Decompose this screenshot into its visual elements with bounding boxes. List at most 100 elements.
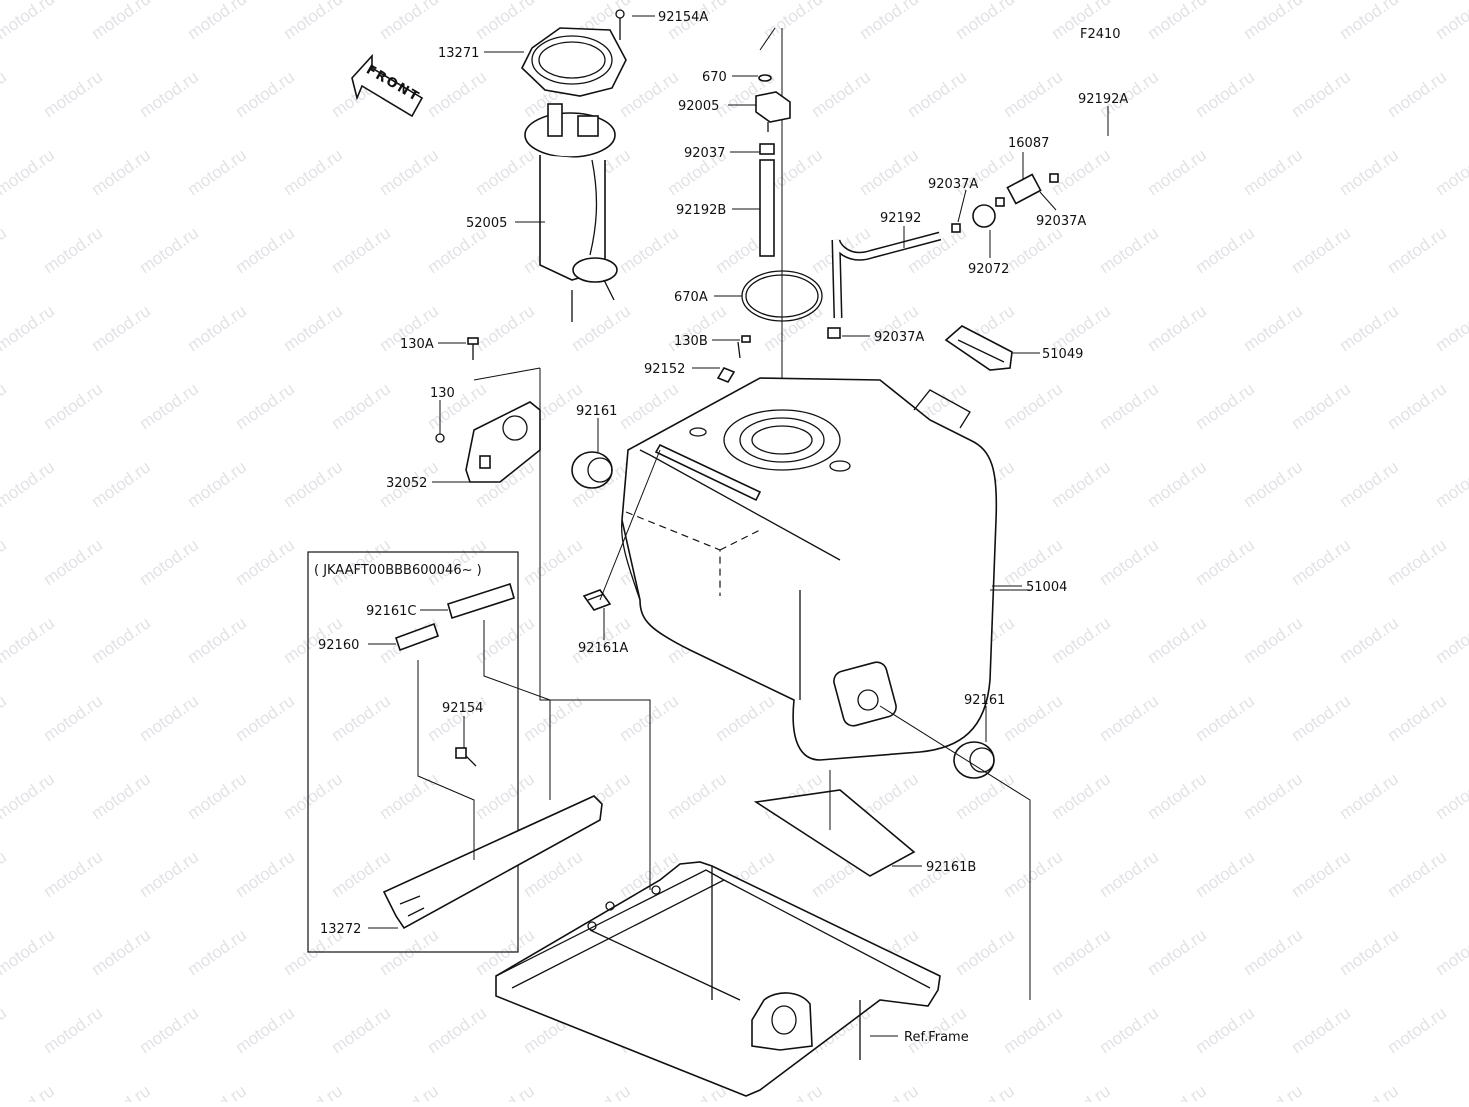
watermark-text: motod.ru: [568, 1081, 634, 1102]
watermark-text: motod.ru: [760, 1081, 826, 1102]
watermark-text: motod.ru: [424, 1003, 490, 1057]
watermark-text: motod.ru: [1288, 67, 1354, 121]
watermark-text: motod.ru: [952, 0, 1018, 43]
part-92152: [716, 367, 736, 383]
watermark-text: motod.ru: [1000, 223, 1066, 277]
watermark-text: motod.ru: [1336, 613, 1402, 667]
watermark-text: motod.ru: [1144, 301, 1210, 355]
watermark-text: motod.ru: [1384, 223, 1450, 277]
watermark-text: motod.ru: [952, 1081, 1018, 1102]
label-92192B: 92192B: [676, 203, 726, 218]
watermark-text: motod.ru: [232, 223, 298, 277]
serial-inset-box: [307, 551, 519, 953]
watermark-text: motod.ru: [1336, 457, 1402, 511]
watermark-text: motod.ru: [1144, 457, 1210, 511]
watermark-text: motod.ru: [1336, 1081, 1402, 1102]
watermark-text: motod.ru: [1144, 769, 1210, 823]
watermark-text: motod.ru: [0, 67, 10, 121]
watermark-text: motod.ru: [472, 301, 538, 355]
label-32052: 32052: [386, 476, 427, 491]
watermark-text: motod.ru: [280, 301, 346, 355]
watermark-text: motod.ru: [88, 457, 154, 511]
watermark-text: motod.ru: [184, 769, 250, 823]
watermark-text: motod.ru: [856, 1081, 922, 1102]
watermark-text: motod.ru: [328, 1003, 394, 1057]
watermark-text: motod.ru: [232, 379, 298, 433]
watermark-text: motod.ru: [856, 301, 922, 355]
label-670A: 670A: [674, 290, 708, 305]
watermark-text: motod.ru: [0, 457, 58, 511]
watermark-text: motod.ru: [136, 379, 202, 433]
part-13272-plate: [382, 795, 603, 930]
watermark-text: motod.ru: [1240, 1081, 1306, 1102]
part-92037A-clamp-lower: [827, 327, 841, 339]
watermark-text: motod.ru: [88, 613, 154, 667]
label-92160: 92160: [318, 638, 359, 653]
watermark-text: motod.ru: [1144, 925, 1210, 979]
part-130A-bolt: [467, 337, 479, 360]
label-16087: 16087: [1008, 136, 1049, 151]
watermark-text: motod.ru: [0, 0, 58, 43]
watermark-text: motod.ru: [424, 691, 490, 745]
part-13271-plate: [521, 9, 627, 97]
watermark-text: motod.ru: [376, 145, 442, 199]
watermark-text: motod.ru: [328, 691, 394, 745]
serial-range-label: ( JKAAFT00BBB600046~ ): [314, 563, 482, 578]
watermark-text: motod.ru: [1096, 535, 1162, 589]
watermark-text: motod.ru: [856, 0, 922, 43]
watermark-text: motod.ru: [1432, 1081, 1469, 1102]
watermark-text: motod.ru: [1288, 223, 1354, 277]
watermark-text: motod.ru: [664, 769, 730, 823]
part-92161B-pad: [753, 789, 916, 877]
label-92037A-a: 92037A: [928, 177, 978, 192]
watermark-text: motod.ru: [88, 145, 154, 199]
watermark-text: motod.ru: [568, 301, 634, 355]
watermark-text: motod.ru: [280, 457, 346, 511]
watermark-text: motod.ru: [1432, 613, 1469, 667]
watermark-text: motod.ru: [280, 145, 346, 199]
watermark-text: motod.ru: [1288, 535, 1354, 589]
watermark-text: motod.ru: [1432, 145, 1469, 199]
watermark-text: motod.ru: [232, 691, 298, 745]
watermark-text: motod.ru: [1240, 613, 1306, 667]
label-13272: 13272: [320, 922, 361, 937]
watermark-text: motod.ru: [1384, 535, 1450, 589]
label-92037: 92037: [684, 146, 725, 161]
watermark-text: motod.ru: [472, 613, 538, 667]
watermark-text: motod.ru: [1288, 1003, 1354, 1057]
watermark-text: motod.ru: [856, 145, 922, 199]
leader-lines: [368, 15, 1109, 1037]
label-13271: 13271: [438, 46, 479, 61]
part-52005-fuel-pump: [524, 103, 618, 322]
part-92161C-pad: [447, 582, 515, 620]
watermark-text: motod.ru: [136, 691, 202, 745]
watermark-text: motod.ru: [1000, 847, 1066, 901]
watermark-text: motod.ru: [1336, 301, 1402, 355]
watermark-text: motod.ru: [1336, 145, 1402, 199]
label-92037A-c: 92037A: [874, 330, 924, 345]
watermark-text: motod.ru: [136, 223, 202, 277]
watermark-text: motod.ru: [1336, 925, 1402, 979]
watermark-text: motod.ru: [184, 613, 250, 667]
watermark-text: motod.ru: [1096, 379, 1162, 433]
part-51004-fuel-tank: [620, 377, 998, 761]
watermark-text: motod.ru: [1048, 925, 1114, 979]
part-51049-cap: [944, 325, 1013, 371]
watermark-text: motod.ru: [88, 0, 154, 43]
watermark-text: motod.ru: [1336, 769, 1402, 823]
watermark-text: motod.ru: [1192, 847, 1258, 901]
watermark-text: motod.ru: [1000, 379, 1066, 433]
watermark-text: motod.ru: [1240, 769, 1306, 823]
watermark-text: motod.ru: [1000, 691, 1066, 745]
watermark-text: motod.ru: [40, 379, 106, 433]
watermark-text: motod.ru: [520, 691, 586, 745]
watermark-text: motod.ru: [1144, 1081, 1210, 1102]
watermark-text: motod.ru: [472, 145, 538, 199]
label-92161C: 92161C: [366, 604, 416, 619]
watermark-text: motod.ru: [1000, 1003, 1066, 1057]
watermark-text: motod.ru: [0, 301, 58, 355]
watermark-text: motod.ru: [88, 1081, 154, 1102]
label-51004: 51004: [1026, 580, 1067, 595]
watermark-text: motod.ru: [1048, 613, 1114, 667]
